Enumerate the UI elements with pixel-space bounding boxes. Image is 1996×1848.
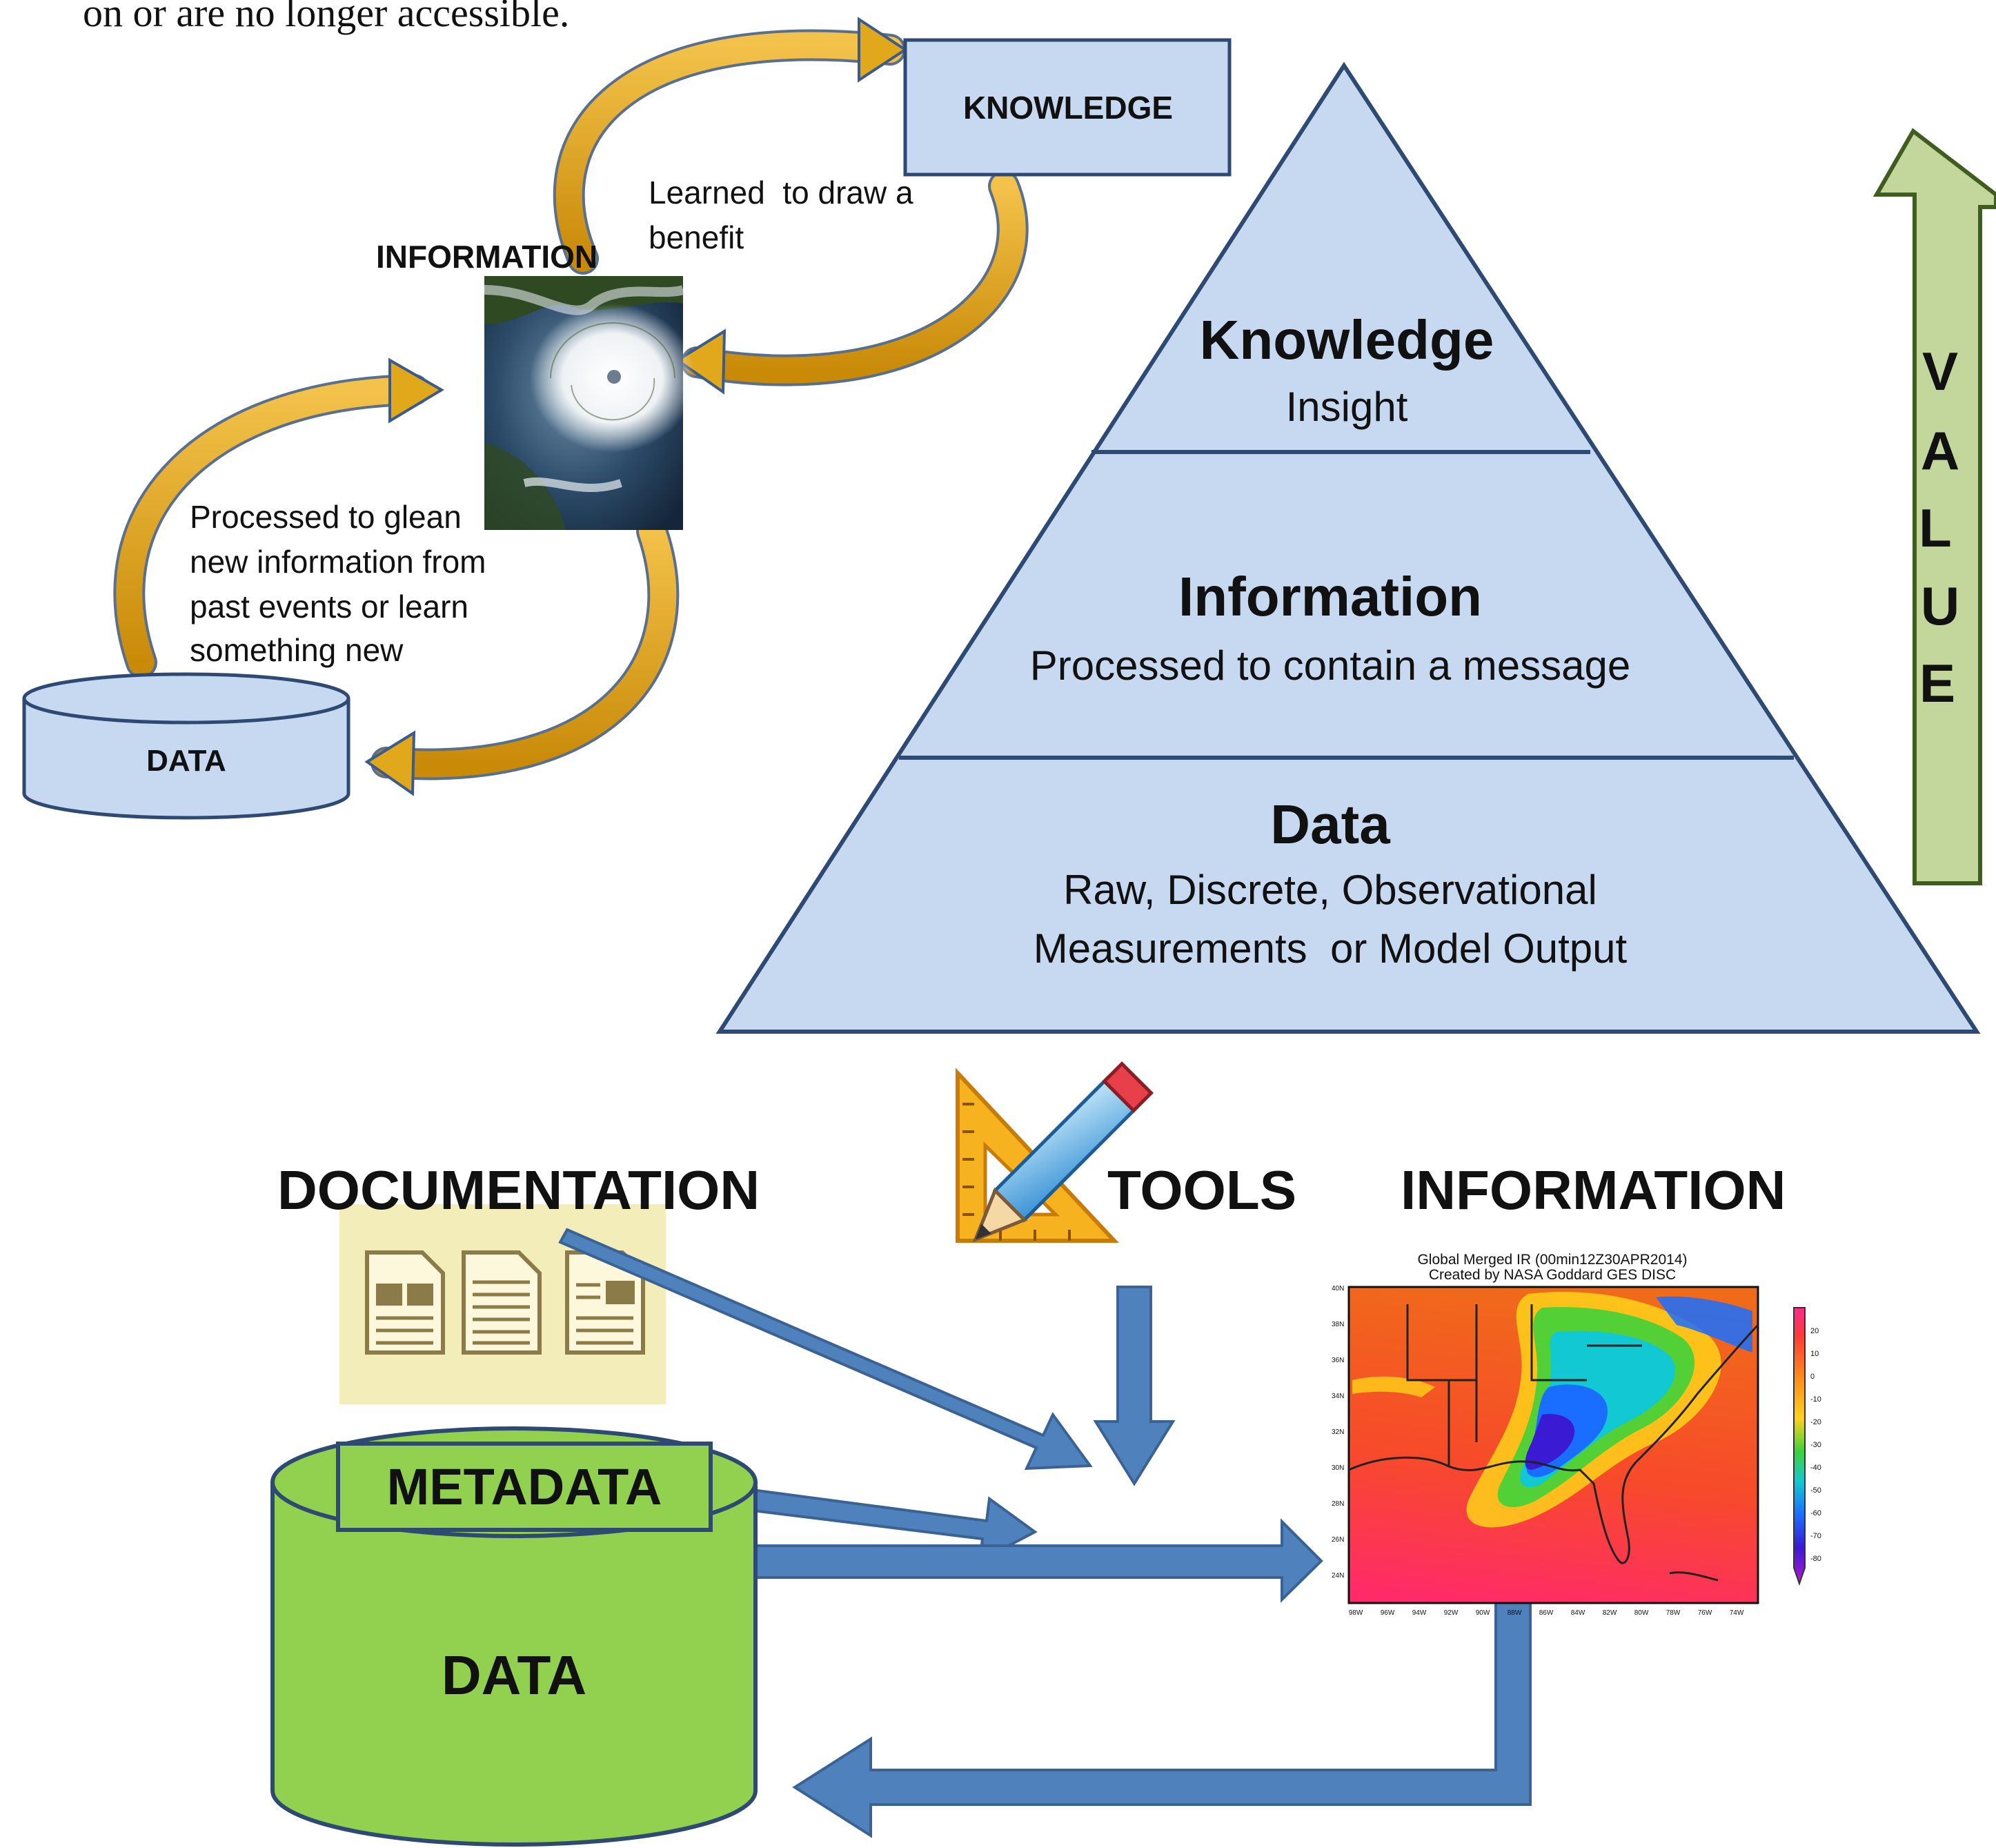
lon-tick-4: 92W (1444, 1609, 1459, 1617)
colorbar-tick-11: -80 (1810, 1555, 1821, 1563)
arrow-knowledge-to-information (681, 170, 1029, 386)
document-icon-2 (462, 1250, 542, 1355)
lon-tick-8: 84W (1571, 1609, 1585, 1617)
tools-label: TOOLS (1107, 1159, 1296, 1221)
learned-text-line-2: benefit (649, 219, 744, 255)
value-letter-v: V (1922, 341, 1958, 402)
value-letter-l: L (1919, 498, 1952, 558)
map-title-line-1: Global Merged IR (00min12Z30APR2014) (1417, 1252, 1687, 1268)
processed-text-line-2: new information from (190, 544, 486, 580)
colorbar-tick-4: -10 (1810, 1395, 1821, 1404)
lon-tick-13: 74W (1730, 1609, 1744, 1617)
lat-tick-7: 28N (1332, 1500, 1344, 1508)
lon-tick-12: 76W (1698, 1609, 1712, 1617)
value-letter-a: A (1921, 420, 1959, 481)
pyramid-data-title: Data (1270, 794, 1390, 855)
top-fragment-text: on or are no longer accessible. (83, 0, 569, 35)
lat-tick-4: 34N (1332, 1393, 1344, 1400)
lon-tick-1: 98W (1349, 1609, 1363, 1617)
document-icon-3 (565, 1250, 645, 1355)
lat-tick-3: 36N (1332, 1357, 1344, 1364)
pyramid-data-sub-1: Raw, Discrete, Observational (1063, 867, 1597, 913)
data-cylinder-label: DATA (146, 744, 226, 778)
metadata-label: METADATA (387, 1458, 662, 1515)
lon-tick-11: 78W (1666, 1609, 1681, 1617)
processed-text-line-1: Processed to glean (190, 499, 462, 535)
hurricane-satellite-image (484, 276, 695, 530)
processed-text-line-4: something new (190, 632, 404, 668)
lon-tick-5: 90W (1476, 1609, 1490, 1617)
colorbar-tick-7: -40 (1810, 1464, 1821, 1472)
value-letter-e: E (1919, 653, 1955, 714)
lon-tick-6: 88W (1508, 1609, 1522, 1617)
lat-tick-5: 32N (1332, 1428, 1344, 1436)
lon-tick-10: 80W (1634, 1609, 1649, 1617)
map-title-line-2: Created by NASA Goddard GES DISC (1429, 1267, 1676, 1283)
colorbar-tick-9: -60 (1810, 1509, 1821, 1517)
arrow-tools-down (1093, 1286, 1176, 1486)
documents-panel (339, 1204, 666, 1404)
processed-text-line-3: past events or learn (190, 589, 468, 625)
value-arrow: V A L U E (1873, 128, 1996, 885)
pyramid-information-sub: Processed to contain a message (1030, 642, 1631, 689)
pyramid-data-sub-2: Measurements or Model Output (1034, 925, 1628, 972)
pyramid-shape (715, 61, 1981, 1034)
colorbar-tick-6: -30 (1810, 1441, 1821, 1449)
workflow-diagram: DOCUMENTATION TOOLS INFORMATION (270, 1061, 1821, 1847)
pyramid-knowledge-sub: Insight (1286, 384, 1408, 430)
pyramid-knowledge-title: Knowledge (1200, 309, 1494, 371)
lat-tick-6: 30N (1332, 1464, 1344, 1472)
tools-icon (956, 1061, 1154, 1243)
information-label: INFORMATION (1401, 1159, 1786, 1221)
map-lon-ticks: 98W 96W 94W 92W 90W 88W 86W 84W 82W 80W … (1349, 1609, 1744, 1617)
colorbar-tick-1: 20 (1810, 1327, 1819, 1335)
lon-tick-9: 82W (1603, 1609, 1617, 1617)
documentation-label: DOCUMENTATION (277, 1159, 760, 1221)
colorbar-tick-10: -70 (1810, 1532, 1821, 1540)
lat-tick-8: 26N (1332, 1536, 1344, 1544)
arrow-documentation-to-tools (558, 1228, 1093, 1471)
pyramid-information-title: Information (1178, 566, 1482, 627)
information-title: INFORMATION (376, 239, 597, 275)
document-icon-1 (365, 1250, 445, 1355)
map-lat-ticks: 40N 38N 36N 34N 32N 30N 28N 26N 24N (1332, 1285, 1344, 1580)
lat-tick-1: 40N (1332, 1285, 1344, 1292)
colorbar-ticks: 20 10 0 -10 -20 -30 -40 -50 -60 -70 -80 (1810, 1327, 1821, 1563)
knowledge-box-label: KNOWLEDGE (963, 90, 1173, 126)
colorbar-tick-2: 10 (1810, 1350, 1819, 1358)
lat-tick-2: 38N (1332, 1321, 1344, 1328)
lon-tick-2: 96W (1381, 1609, 1395, 1617)
colorbar (1793, 1307, 1806, 1586)
colorbar-tick-3: 0 (1810, 1373, 1815, 1381)
value-letter-u: U (1921, 576, 1959, 636)
metadata-box (336, 1442, 713, 1532)
colorbar-tick-8: -50 (1810, 1486, 1821, 1495)
weather-map: Global Merged IR (00min12Z30APR2014) Cre… (1347, 1252, 1759, 1604)
cycle-diagram: KNOWLEDGE Learned to draw a benefit INFO… (22, 17, 1232, 820)
lat-tick-9: 24N (1332, 1572, 1344, 1580)
data-cylinder-small (22, 672, 350, 820)
knowledge-box (903, 38, 1232, 177)
lon-tick-3: 94W (1412, 1609, 1427, 1617)
learned-text-line-1: Learned to draw a (649, 175, 913, 210)
arrow-information-back-to-data (792, 1589, 1532, 1838)
lon-tick-7: 86W (1539, 1609, 1554, 1617)
dikw-pyramid: Knowledge Insight Information Processed … (715, 61, 1981, 1034)
arrow-data-to-information (754, 1518, 1323, 1603)
data-label: DATA (442, 1644, 586, 1706)
colorbar-tick-5: -20 (1810, 1418, 1821, 1426)
